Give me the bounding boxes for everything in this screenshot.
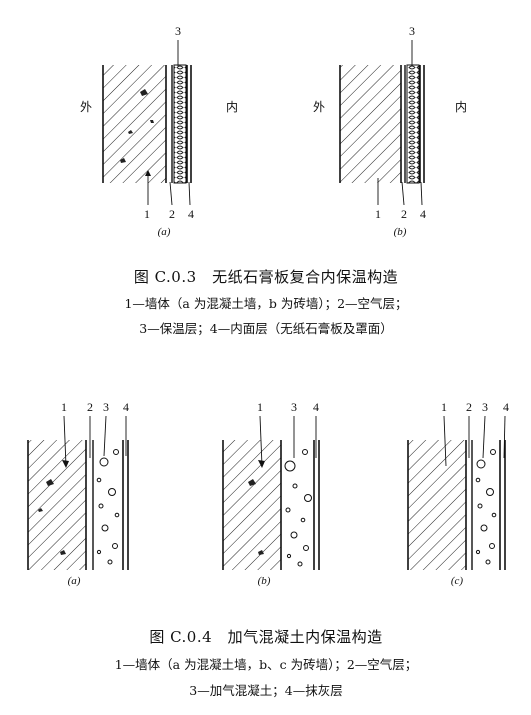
- aerated-concrete-pores: [96, 449, 120, 565]
- fig2c-sublabel: (c): [450, 575, 464, 587]
- aerated-concrete-pores: [475, 449, 497, 565]
- wall-hatch: [28, 440, 86, 570]
- fig2b-sublabel: (b): [257, 575, 271, 587]
- aerated-concrete-pores: [284, 449, 312, 567]
- fig2c-callout-4: 4: [503, 400, 509, 414]
- fig1-panel-a: [102, 40, 192, 206]
- fig1b-callout-1: 1: [375, 207, 381, 221]
- fig1b-callout-2: 2: [401, 207, 407, 221]
- insulation-layer: [173, 64, 187, 184]
- fig1-panel-b: [339, 40, 425, 206]
- fig1b-callout-3: 3: [409, 24, 415, 38]
- fig1-caption-title: 图 C.0.3 无纸石膏板复合内保温构造: [133, 268, 399, 286]
- fig1a-outside-label: 外: [80, 100, 93, 114]
- wall-hatch: [103, 65, 166, 183]
- fig1a-callout-4: 4: [188, 207, 194, 221]
- wall-hatch: [340, 65, 401, 183]
- fig2-caption-line1: 1—墙体（a 为混凝土墙，b、c 为砖墙）；2—空气层；: [114, 657, 418, 672]
- insulation-layer: [406, 64, 420, 184]
- fig2a-callout-2: 2: [87, 400, 93, 414]
- wall-hatch: [223, 440, 281, 570]
- fig2a-sublabel: (a): [67, 575, 81, 587]
- fig1b-outside-label: 外: [313, 100, 326, 114]
- fig1-caption-line1: 1—墙体（a 为混凝土墙，b 为砖墙）；2—空气层；: [124, 296, 408, 311]
- fig1a-sublabel: (a): [157, 226, 171, 238]
- fig2a-callout-4: 4: [123, 400, 129, 414]
- fig2b-callout-4: 4: [313, 400, 319, 414]
- fig2c-callout-3: 3: [482, 400, 488, 414]
- fig1a-callout-3: 3: [175, 24, 181, 38]
- fig2b-callout-3: 3: [291, 400, 297, 414]
- fig1b-callout-4: 4: [420, 207, 426, 221]
- fig1b-inside-label: 内: [455, 100, 468, 114]
- fig2c-callout-1: 1: [441, 400, 447, 414]
- fig1b-sublabel: (b): [393, 226, 407, 238]
- fig2-panel-c: [407, 415, 506, 570]
- fig2-panel-a: [27, 415, 129, 570]
- fig1a-callout-2: 2: [169, 207, 175, 221]
- fig1a-callout-1: 1: [144, 207, 150, 221]
- fig2b-callout-1: 1: [257, 400, 263, 414]
- fig1a-inside-label: 内: [226, 100, 239, 114]
- fig2a-callout-1: 1: [61, 400, 67, 414]
- fig2-caption-line2: 3—加气混凝土；4—抹灰层: [189, 683, 343, 698]
- fig1-caption-line2: 3—保温层；4—内面层（无纸石膏板及罩面）: [139, 321, 393, 336]
- fig2a-callout-3: 3: [103, 400, 109, 414]
- fig2c-callout-2: 2: [466, 400, 472, 414]
- wall-hatch: [408, 440, 466, 570]
- fig2-caption-title: 图 C.0.4 加气混凝土内保温构造: [149, 628, 383, 646]
- fig2-panel-b: [222, 415, 320, 570]
